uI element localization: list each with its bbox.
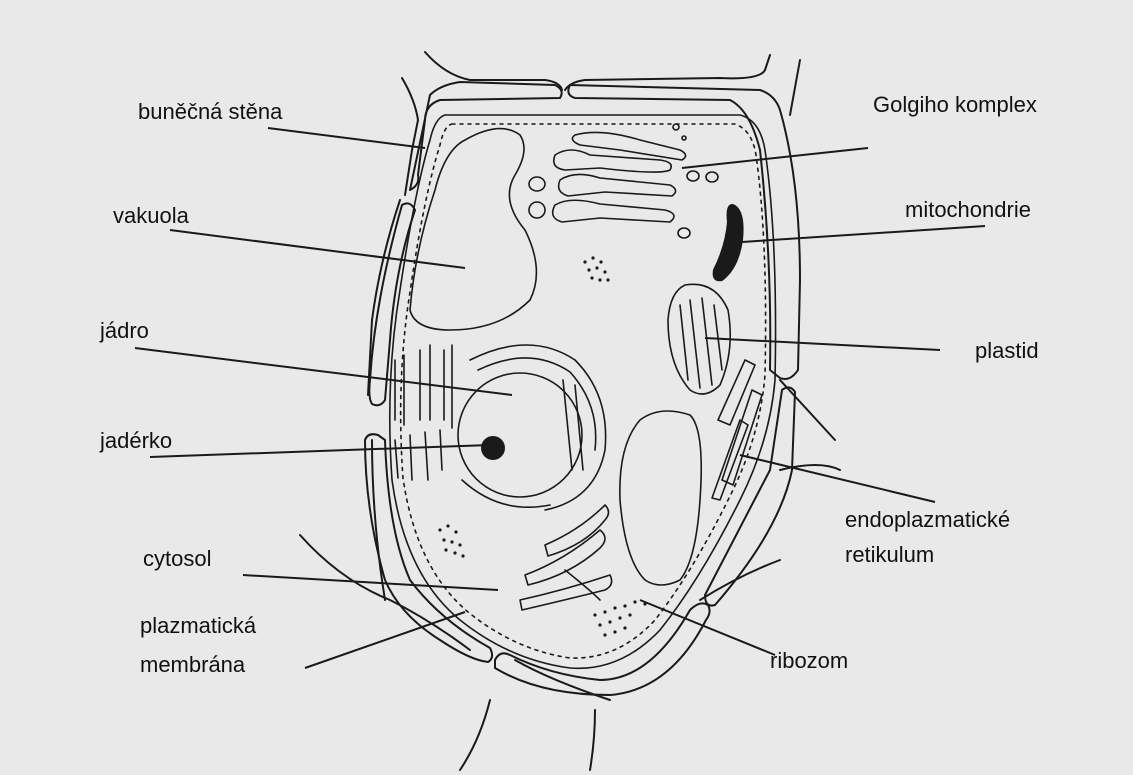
leader-golgi (682, 148, 868, 168)
label-er-2: retikulum (845, 542, 934, 568)
label-cell-wall: buněčná stěna (138, 99, 282, 125)
label-nucleolus: jadérko (100, 428, 172, 454)
rough-er-right (712, 360, 762, 500)
label-er-1: endoplazmatické (845, 507, 1010, 533)
nucleolus (481, 436, 505, 460)
leader-mitochondria (742, 226, 985, 242)
label-ribosome: ribozom (770, 648, 848, 674)
label-cytosol: cytosol (143, 546, 211, 572)
leader-nucleolus (150, 445, 490, 457)
leader-cell-wall (268, 128, 425, 148)
label-mitochondria: mitochondrie (905, 197, 1031, 223)
leader-nucleus (135, 348, 512, 395)
rough-er-left (395, 345, 452, 480)
vacuole (410, 129, 536, 330)
label-plastid: plastid (975, 338, 1039, 364)
label-plasma-membrane-2: membrána (140, 652, 245, 678)
label-plasma-membrane-1: plazmatická (140, 613, 256, 639)
leader-plastid (705, 338, 940, 350)
leader-er (740, 455, 935, 502)
label-nucleus: jádro (100, 318, 149, 344)
label-vacuole: vakuola (113, 203, 189, 229)
label-golgi: Golgiho komplex (873, 92, 1037, 118)
nucleus (458, 345, 606, 510)
leader-cytosol (243, 575, 498, 590)
mitochondrion (714, 205, 743, 280)
vacuole-2 (620, 411, 701, 585)
leader-lines (135, 128, 985, 668)
smooth-er (520, 505, 612, 610)
leader-ribosome (640, 600, 775, 655)
golgi-apparatus (529, 124, 718, 238)
leader-vacuole (170, 230, 465, 268)
